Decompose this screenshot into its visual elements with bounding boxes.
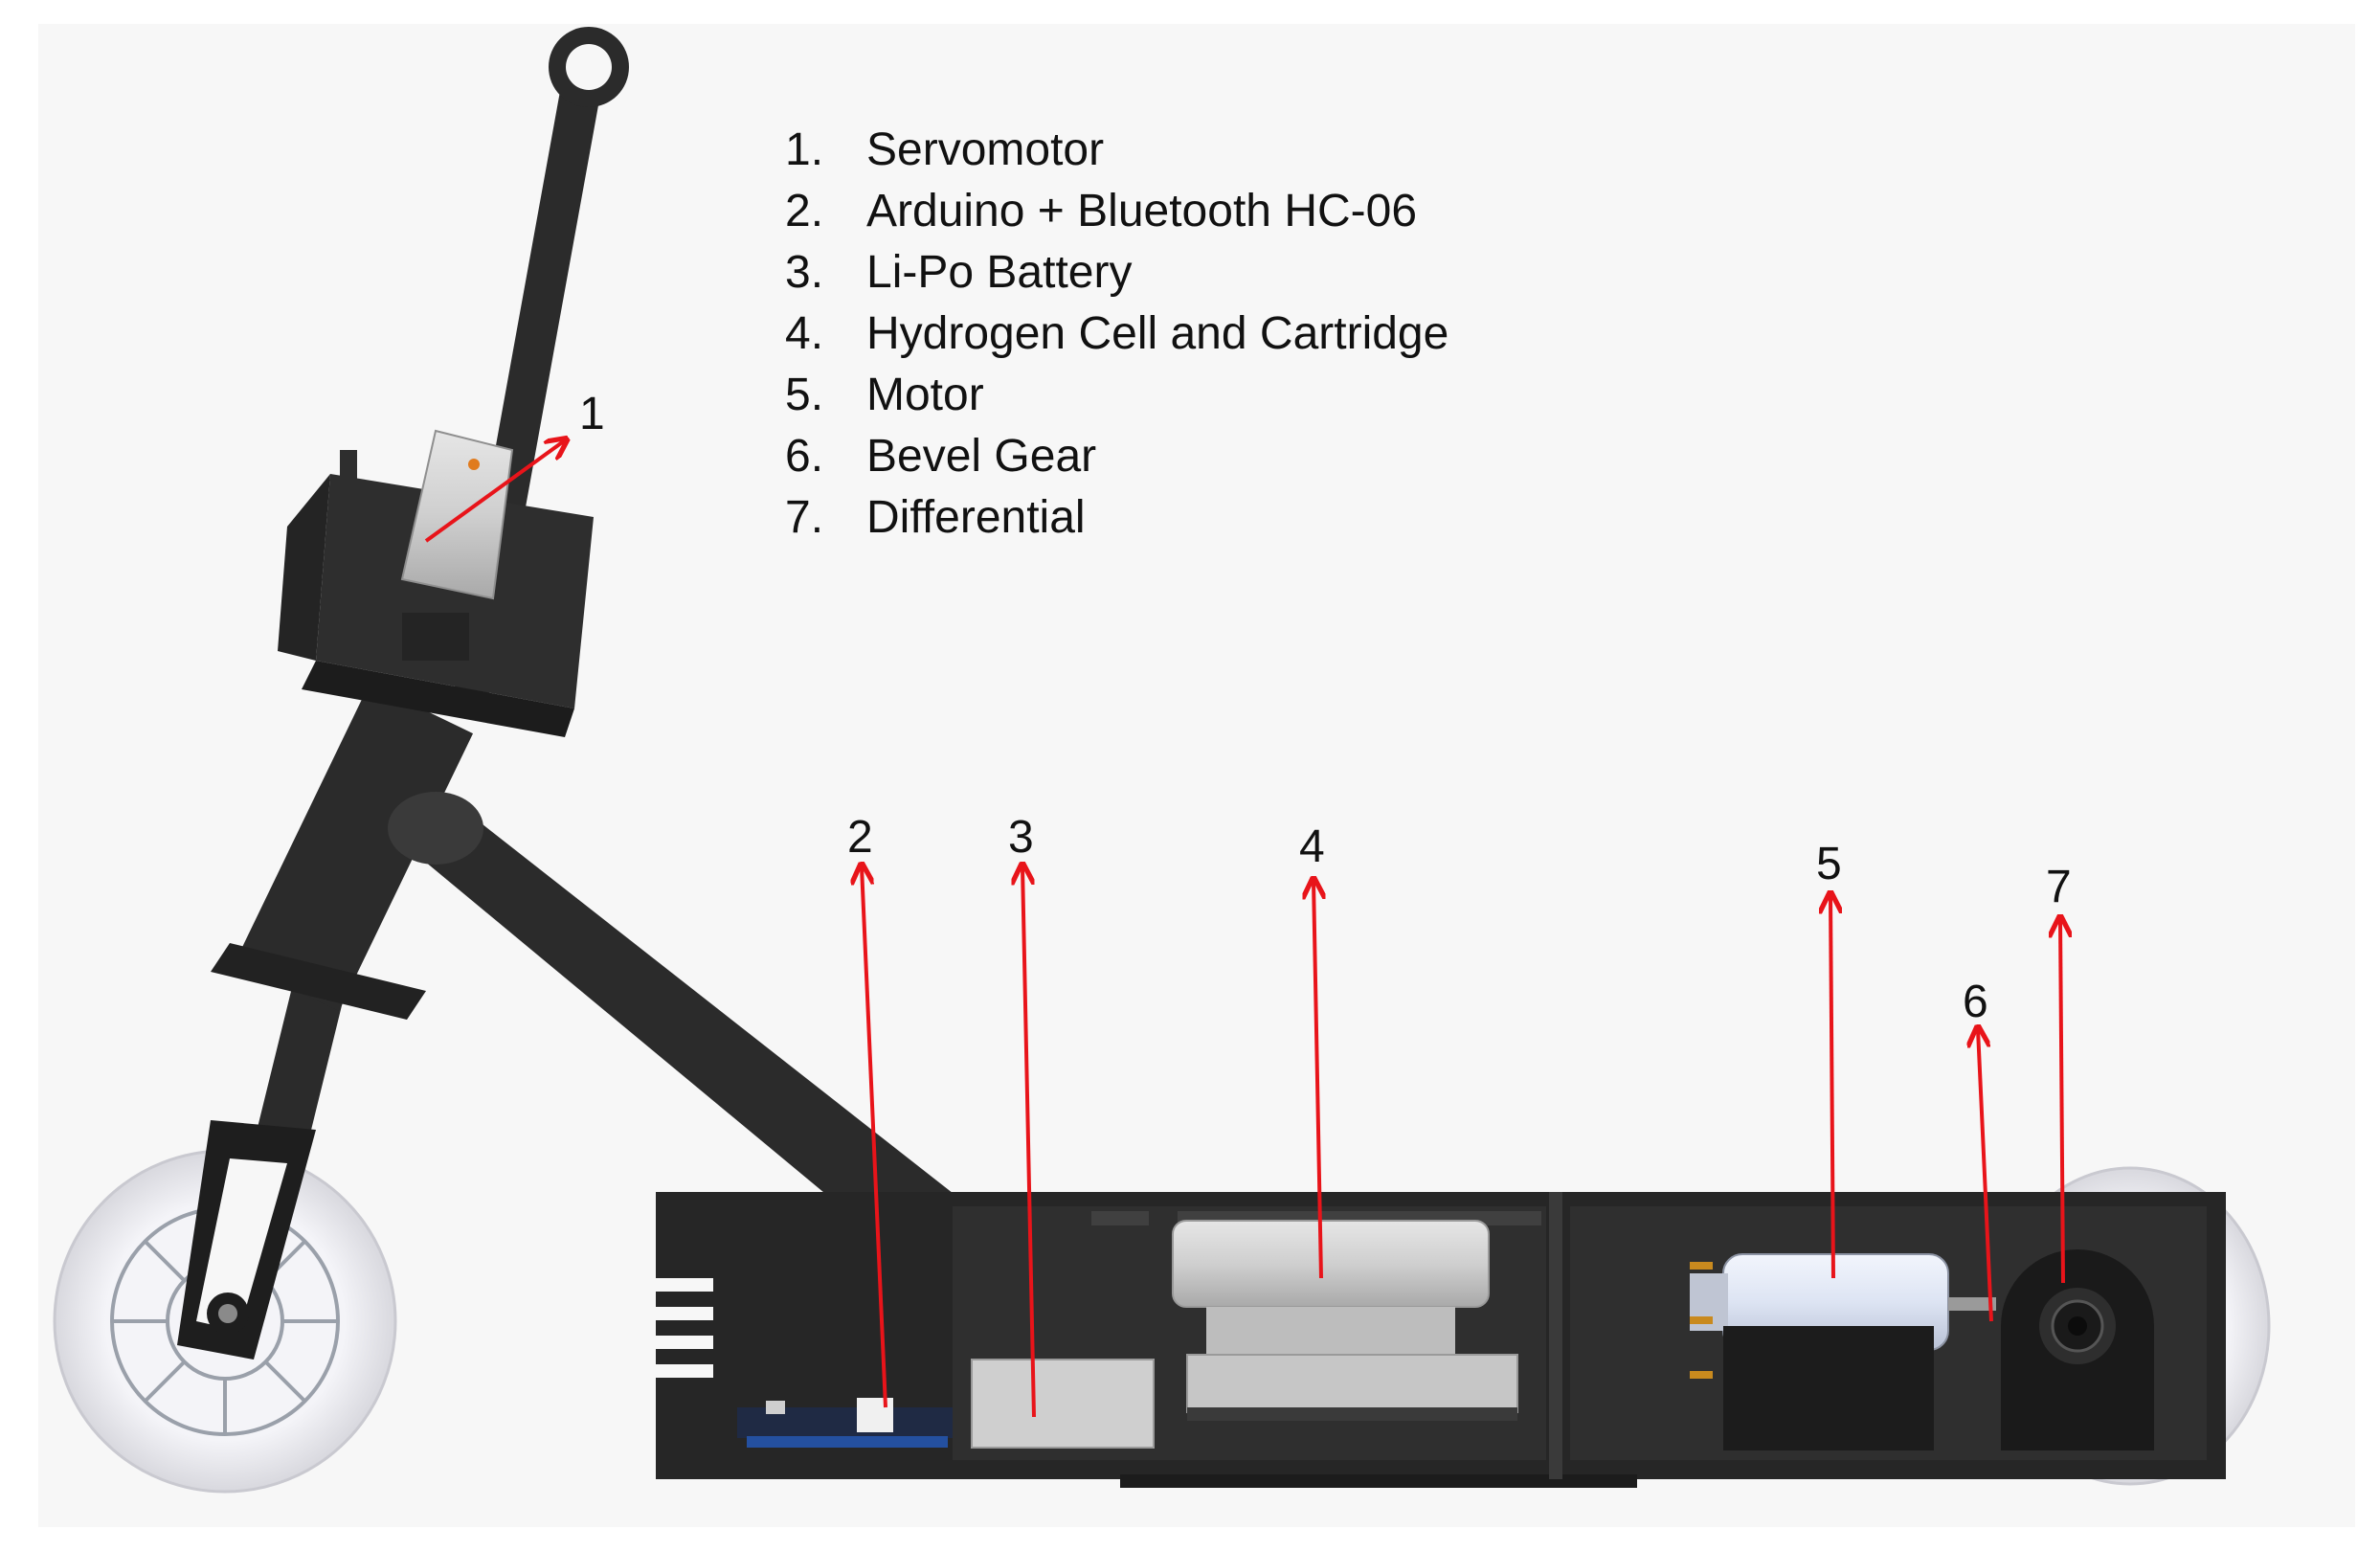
legend-label-1: Servomotor [866, 124, 1104, 175]
legend-number-3: 3. [785, 247, 823, 298]
callout-arrows [424, 440, 2063, 1418]
lipo-battery [971, 1359, 1155, 1449]
callout-number-3: 3 [1008, 812, 1034, 863]
arrow-5 [1830, 895, 1833, 1279]
legend-number-2: 2. [785, 186, 823, 236]
legend-label-3: Li-Po Battery [866, 247, 1132, 298]
callout-number-1: 1 [579, 389, 605, 439]
servomotor [400, 429, 514, 661]
arduino-board [737, 1398, 953, 1448]
legend-label-7: Differential [866, 492, 1086, 543]
callout-number-2: 2 [847, 812, 873, 863]
callout-number-4: 4 [1299, 821, 1325, 872]
legend-number-6: 6. [785, 431, 823, 482]
arrow-2 [862, 866, 887, 1408]
down-tube [388, 792, 957, 1216]
arrow-3 [1022, 866, 1036, 1418]
callout-number-5: 5 [1816, 839, 1842, 889]
arrow-4 [1313, 881, 1321, 1279]
legend-label-6: Bevel Gear [866, 431, 1096, 482]
hydrogen-cell [1172, 1220, 1518, 1421]
legend-label-5: Motor [866, 370, 984, 420]
arrow-7 [2060, 919, 2063, 1284]
callout-number-7: 7 [2046, 862, 2072, 912]
callout-numbers: 1 2 3 4 5 6 7 [579, 389, 2072, 1027]
steering-column [177, 27, 629, 1360]
bevel-gear-and-differential [1948, 1249, 2154, 1450]
legend-number-1: 1. [785, 124, 823, 175]
legend-number-4: 4. [785, 308, 823, 359]
legend-label-2: Arduino + Bluetooth HC-06 [866, 186, 1417, 236]
legend-number-5: 5. [785, 370, 823, 420]
legend-number-7: 7. [785, 492, 823, 543]
motor [1690, 1253, 1949, 1450]
callout-number-6: 6 [1963, 977, 1988, 1027]
legend-label-4: Hydrogen Cell and Cartridge [866, 308, 1448, 359]
legend: 1. Servomotor 2. Arduino + Bluetooth HC-… [785, 124, 1448, 543]
arrow-6 [1978, 1029, 1993, 1322]
arrow-1 [424, 440, 565, 543]
